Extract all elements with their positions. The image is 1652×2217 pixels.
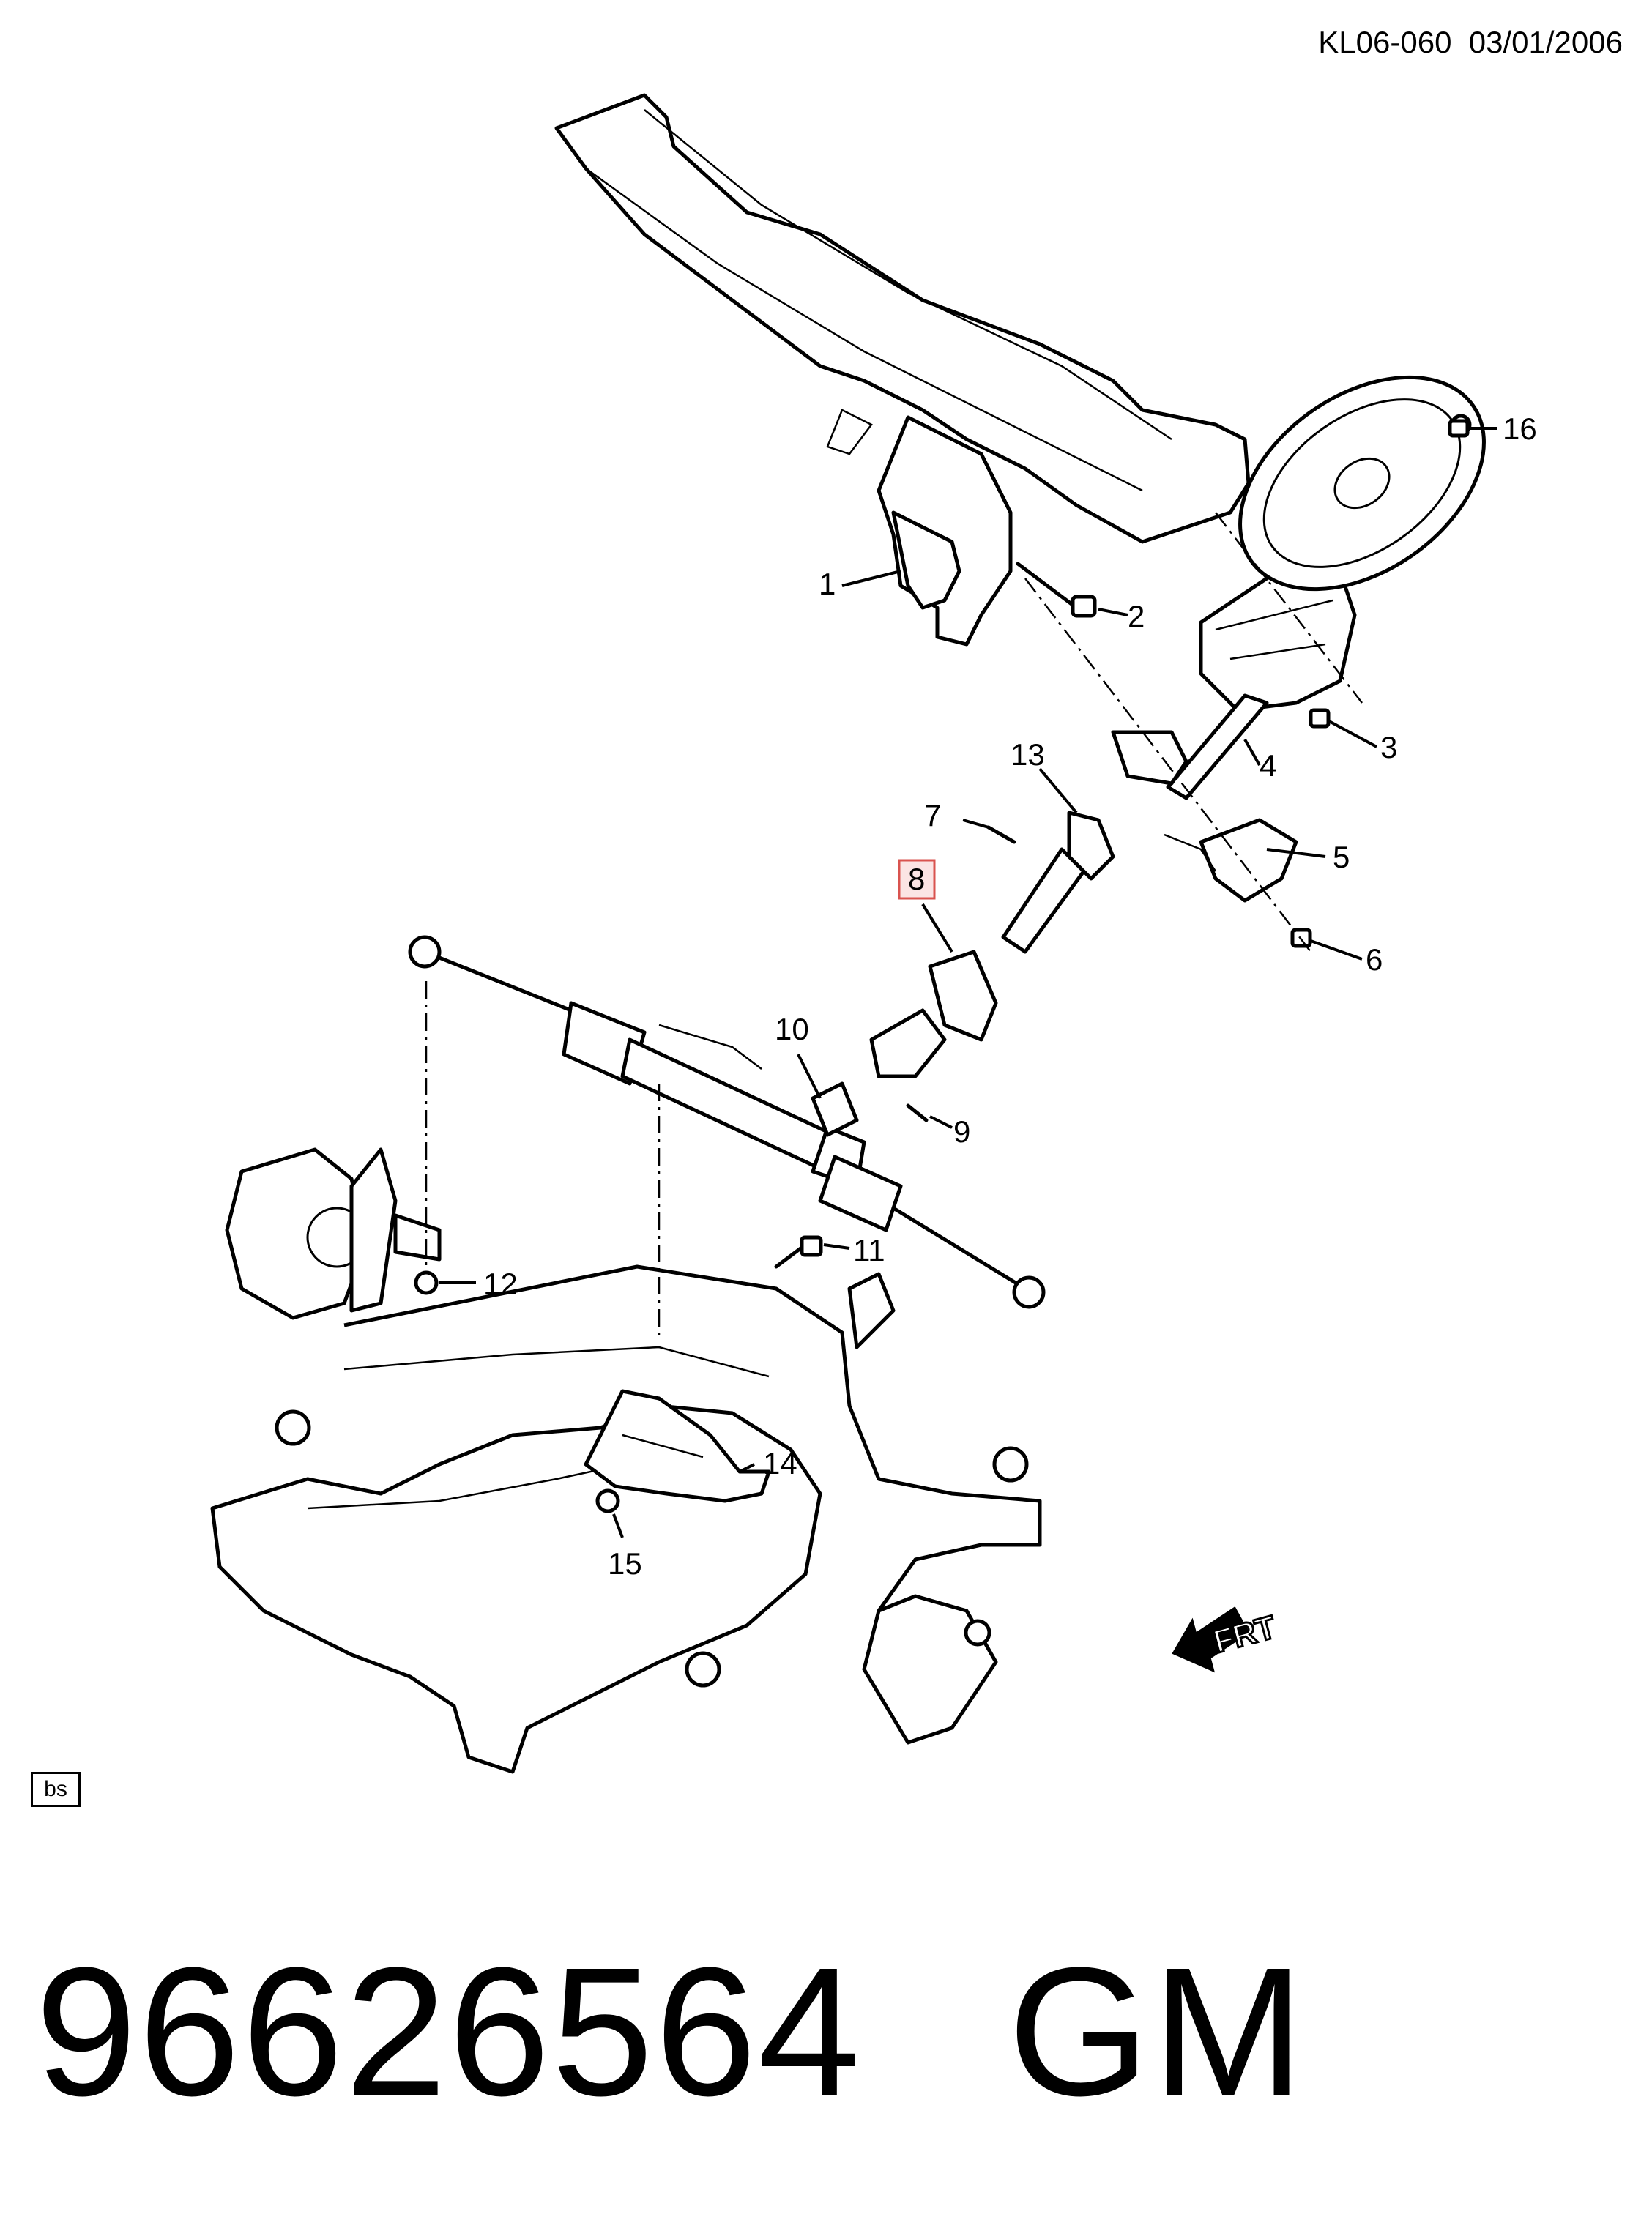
callout-9: 9 [953, 1114, 970, 1149]
callout-1-text: 1 [819, 567, 836, 601]
callout-15: 15 [608, 1546, 642, 1581]
fasteners [414, 419, 1470, 1513]
callout-14: 14 [763, 1446, 797, 1480]
callout-8: 8 [898, 859, 936, 900]
corner-tag: bs [31, 1772, 81, 1807]
alignment-lines [425, 512, 1363, 1340]
callout-8-text: 8 [908, 862, 925, 896]
callout-6-text: 6 [1366, 942, 1383, 977]
steering-knuckle [225, 1147, 442, 1320]
callout-3-text: 3 [1380, 730, 1397, 764]
front-subframe [210, 1264, 1042, 1774]
callout-6: 6 [1366, 942, 1383, 977]
callout-10-text: 10 [775, 1012, 809, 1046]
callout-12-text: 12 [483, 1267, 518, 1301]
callout-2-text: 2 [1128, 599, 1145, 633]
intermediate-shaft [869, 811, 1298, 1078]
callout-7: 7 [924, 798, 941, 832]
heat-shield [584, 1389, 771, 1503]
callout-9-text: 9 [953, 1114, 970, 1149]
callout-16: 16 [1503, 411, 1537, 446]
callout-13-text: 13 [1011, 737, 1045, 772]
drawing-date: 03/01/2006 [1468, 25, 1623, 59]
steering-rack [408, 935, 1046, 1309]
steering-wheel [1238, 375, 1486, 592]
cross-car-beam [554, 93, 1251, 647]
drawing-code: KL06-060 [1318, 25, 1452, 59]
callout-1: 1 [819, 567, 836, 601]
highlight-box [898, 859, 936, 900]
callout-4-text: 4 [1260, 748, 1276, 783]
steering-column [1111, 562, 1357, 800]
callout-2: 2 [1128, 599, 1145, 633]
drawing-header: KL06-060 03/01/2006 [1318, 25, 1623, 60]
front-direction-badge: FRT [1172, 1606, 1281, 1673]
callout-3: 3 [1380, 730, 1397, 764]
callout-5: 5 [1333, 840, 1350, 874]
callout-15-text: 15 [608, 1546, 642, 1581]
brand-name: GM [1008, 1929, 1306, 2134]
callout-16-text: 16 [1503, 411, 1537, 446]
callout-5-text: 5 [1333, 840, 1350, 874]
callout-7-text: 7 [924, 798, 941, 832]
callout-4: 4 [1260, 748, 1276, 783]
callout-10: 10 [775, 1012, 809, 1046]
callout-11: 11 [853, 1233, 885, 1267]
callout-11-text: 11 [853, 1233, 885, 1267]
part-number: 96626564 [35, 1929, 862, 2134]
callout-12: 12 [483, 1267, 518, 1301]
leader-lines [439, 427, 1497, 1538]
callout-14-text: 14 [763, 1446, 797, 1480]
callout-13: 13 [1011, 737, 1045, 772]
